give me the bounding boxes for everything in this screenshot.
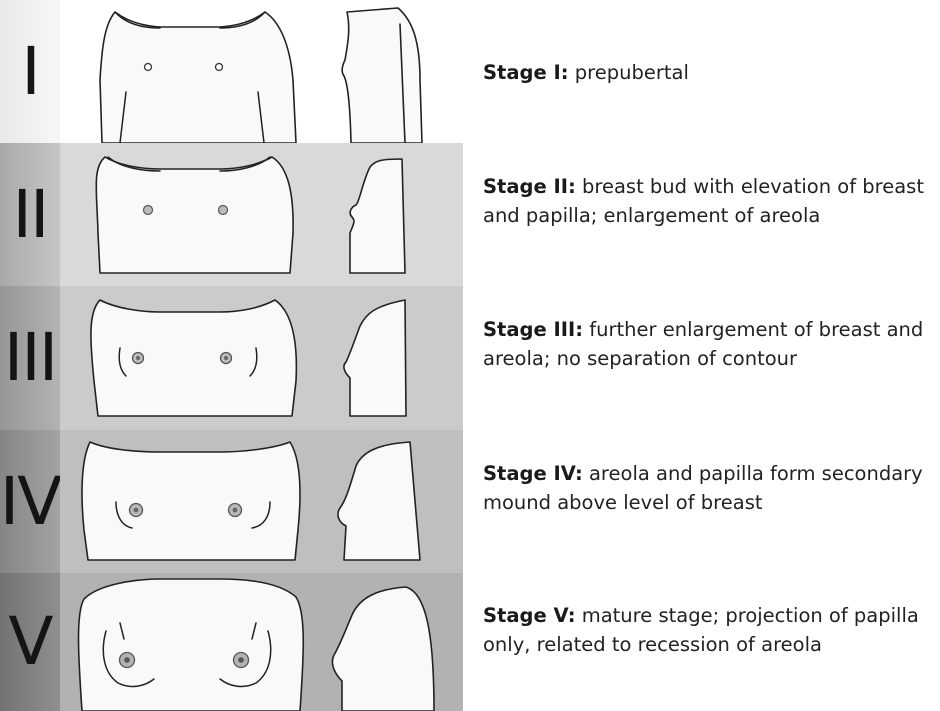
- stage-description: mature stage; projection of papilla only…: [483, 604, 919, 656]
- stage-4-illustration: [81, 441, 421, 561]
- stage-3-illustration: [90, 299, 407, 417]
- stage-row-5: V Stage V: mature stage; projection of p…: [0, 573, 940, 711]
- stage-row-2: II Stage II: breast bud with elevation o…: [0, 143, 940, 286]
- stage-numeral: I: [21, 32, 41, 110]
- stage-numeral-band: V: [0, 573, 60, 711]
- side-view-torso: [349, 158, 406, 274]
- stage-label: Stage III:: [483, 318, 584, 341]
- stage-label: Stage IV:: [483, 462, 583, 485]
- side-view-torso: [337, 441, 421, 561]
- front-view-torso: [99, 11, 297, 143]
- stage-caption: Stage I: prepubertal: [483, 58, 935, 87]
- stage-description: areola and papilla form secondary mound …: [483, 462, 923, 514]
- stage-label: Stage I:: [483, 61, 569, 84]
- stage-figure-panel: [60, 143, 463, 286]
- stage-1-illustration: [99, 7, 423, 143]
- stage-figure-panel: [60, 573, 463, 711]
- stage-row-3: III Stage III: further enlargement of br…: [0, 286, 940, 430]
- stage-numeral-band: IV: [0, 430, 62, 573]
- side-view-torso: [341, 7, 423, 143]
- stage-numeral: V: [8, 603, 53, 680]
- areola-icon: [142, 204, 154, 216]
- stage-numeral-band: II: [0, 143, 60, 286]
- stage-caption: Stage II: breast bud with elevation of b…: [483, 172, 935, 230]
- nipple-icon: [214, 62, 224, 72]
- side-view-torso: [331, 586, 435, 711]
- stage-figure-panel: [60, 0, 463, 143]
- stage-caption: Stage IV: areola and papilla form second…: [483, 459, 935, 517]
- stage-label: Stage II:: [483, 175, 576, 198]
- stage-caption: Stage III: further enlargement of breast…: [483, 315, 935, 373]
- stage-figure-panel: [60, 286, 463, 430]
- papilla-icon: [133, 507, 139, 513]
- stage-numeral-band: I: [0, 0, 60, 143]
- stage-numeral: III: [3, 319, 58, 396]
- stage-caption: Stage V: mature stage; projection of pap…: [483, 601, 935, 659]
- stage-label: Stage V:: [483, 604, 576, 627]
- stage-numeral: IV: [0, 462, 62, 540]
- front-view-torso: [81, 441, 301, 561]
- front-view-torso: [77, 578, 305, 711]
- nipple-icon: [143, 62, 153, 72]
- areola-icon: [217, 204, 229, 216]
- stage-2-illustration: [95, 156, 406, 274]
- stage-figure-panel: [60, 430, 463, 573]
- stage-description: breast bud with elevation of breast and …: [483, 175, 924, 227]
- front-view-torso: [90, 299, 298, 417]
- papilla-icon: [238, 657, 244, 663]
- stage-description: further enlargement of breast and areola…: [483, 318, 924, 370]
- stage-numeral-band: III: [0, 286, 60, 430]
- stage-5-illustration: [77, 578, 435, 711]
- papilla-icon: [136, 356, 140, 360]
- side-view-torso: [343, 299, 407, 417]
- stage-numeral: II: [12, 175, 50, 253]
- front-view-torso: [95, 156, 294, 274]
- stage-row-1: I Stage I: prepubertal: [0, 0, 940, 143]
- papilla-icon: [124, 657, 130, 663]
- papilla-icon: [224, 356, 228, 360]
- papilla-icon: [232, 507, 238, 513]
- stage-row-4: IV Stage IV: areola and papilla form sec…: [0, 430, 940, 573]
- stage-description: prepubertal: [574, 61, 689, 84]
